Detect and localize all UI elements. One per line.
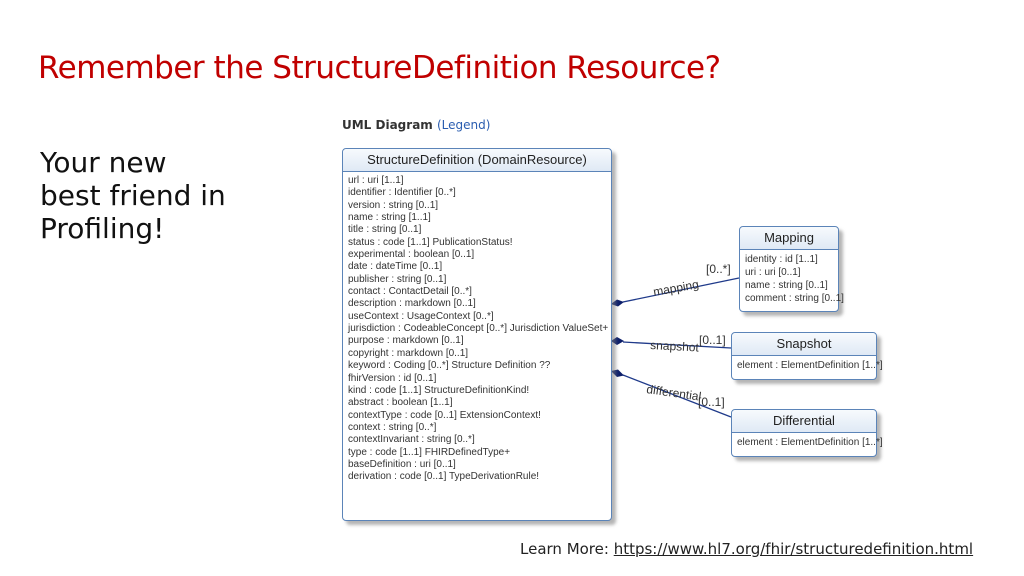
- attribute: comment : string [0..1]: [745, 293, 844, 304]
- differential-association-line: [622, 374, 732, 418]
- attribute: useContext : UsageContext [0..*]: [348, 310, 494, 322]
- class-name: Snapshot: [732, 333, 876, 356]
- attribute: description : markdown [0..1]: [348, 298, 476, 310]
- mapping-role-label: mapping: [652, 277, 700, 299]
- mapping-association-line: [622, 277, 740, 303]
- attribute: fhirVersion : id [0..1]: [348, 372, 437, 384]
- attribute: baseDefinition : uri [0..1]: [348, 458, 456, 470]
- attribute: type : code [1..1] FHIRDefinedType+: [348, 446, 511, 458]
- differential-cardinality-label: [0..1]: [698, 395, 725, 409]
- class-name: StructureDefinition (DomainResource): [343, 149, 611, 172]
- attribute: element : ElementDefinition [1..*]: [737, 437, 883, 448]
- mapping-composition-diamond: [611, 299, 624, 307]
- slide-subtitle: Your new best friend in Profiling!: [40, 146, 226, 245]
- class-attributes: identity : id [1..1] uri : uri [0..1] na…: [740, 250, 844, 308]
- attribute: version : string [0..1]: [348, 199, 439, 211]
- learn-more-link[interactable]: https://www.hl7.org/fhir/structuredefini…: [613, 540, 974, 558]
- learn-more-footer: Learn More: https://www.hl7.org/fhir/str…: [520, 540, 973, 558]
- attribute: purpose : markdown [0..1]: [348, 335, 464, 347]
- attribute: uri : uri [0..1]: [745, 267, 801, 278]
- attribute: status : code [1..1] PublicationStatus!: [348, 236, 513, 248]
- snapshot-role-label: snapshot: [650, 338, 700, 355]
- differential-role-label: differential: [646, 382, 703, 404]
- attribute: context : string [0..*]: [348, 421, 437, 433]
- attribute: copyright : markdown [0..1]: [348, 347, 469, 359]
- attribute: contextType : code [0..1] ExtensionConte…: [348, 409, 541, 421]
- learn-more-label: Learn More:: [520, 540, 614, 558]
- attribute: date : dateTime [0..1]: [348, 261, 443, 273]
- snapshot-cardinality-label: [0..1]: [699, 333, 726, 347]
- subtitle-line: best friend in: [40, 179, 226, 212]
- class-name: Mapping: [740, 227, 838, 250]
- slide-title: Remember the StructureDefinition Resourc…: [38, 50, 721, 86]
- attribute: name : string [0..1]: [745, 280, 828, 291]
- snapshot-association-line: [622, 341, 732, 349]
- attribute: kind : code [1..1] StructureDefinitionKi…: [348, 384, 530, 396]
- subtitle-line: Your new: [40, 146, 167, 179]
- class-name: Differential: [732, 410, 876, 433]
- attribute: abstract : boolean [1..1]: [348, 397, 453, 409]
- mapping-class: Mapping identity : id [1..1] uri : uri […: [739, 226, 844, 312]
- attribute: publisher : string [0..1]: [348, 273, 447, 285]
- class-attributes: element : ElementDefinition [1..*]: [732, 433, 883, 452]
- attribute: contextInvariant : string [0..*]: [348, 434, 475, 446]
- structure-definition-class: StructureDefinition (DomainResource) url…: [342, 148, 612, 521]
- attribute: name : string [1..1]: [348, 212, 431, 224]
- attribute: url : uri [1..1]: [348, 175, 404, 186]
- attribute: experimental : boolean [0..1]: [348, 249, 475, 261]
- attribute: identifier : Identifier [0..*]: [348, 187, 456, 199]
- uml-caption-text: UML Diagram: [342, 118, 433, 132]
- snapshot-composition-diamond: [611, 337, 624, 345]
- attribute: derivation : code [0..1] TypeDerivationR…: [348, 471, 540, 483]
- differential-composition-diamond: [611, 369, 624, 377]
- mapping-cardinality-label: [0..*]: [706, 262, 731, 276]
- attribute: jurisdiction : CodeableConcept [0..*] Ju…: [348, 323, 609, 335]
- differential-class: Differential element : ElementDefinition…: [731, 409, 883, 457]
- attribute: contact : ContactDetail [0..*]: [348, 286, 472, 298]
- uml-diagram-caption: UML Diagram (Legend): [342, 118, 490, 132]
- attribute: element : ElementDefinition [1..*]: [737, 360, 883, 371]
- snapshot-class: Snapshot element : ElementDefinition [1.…: [731, 332, 883, 380]
- attribute: identity : id [1..1]: [745, 254, 818, 265]
- attribute: title : string [0..1]: [348, 224, 422, 236]
- legend-link[interactable]: (Legend): [436, 118, 491, 132]
- subtitle-line: Profiling!: [40, 212, 165, 245]
- class-attributes: element : ElementDefinition [1..*]: [732, 356, 883, 375]
- class-attributes: url : uri [1..1] identifier : Identifier…: [343, 172, 611, 487]
- attribute: keyword : Coding [0..*] Structure Defini…: [348, 360, 551, 372]
